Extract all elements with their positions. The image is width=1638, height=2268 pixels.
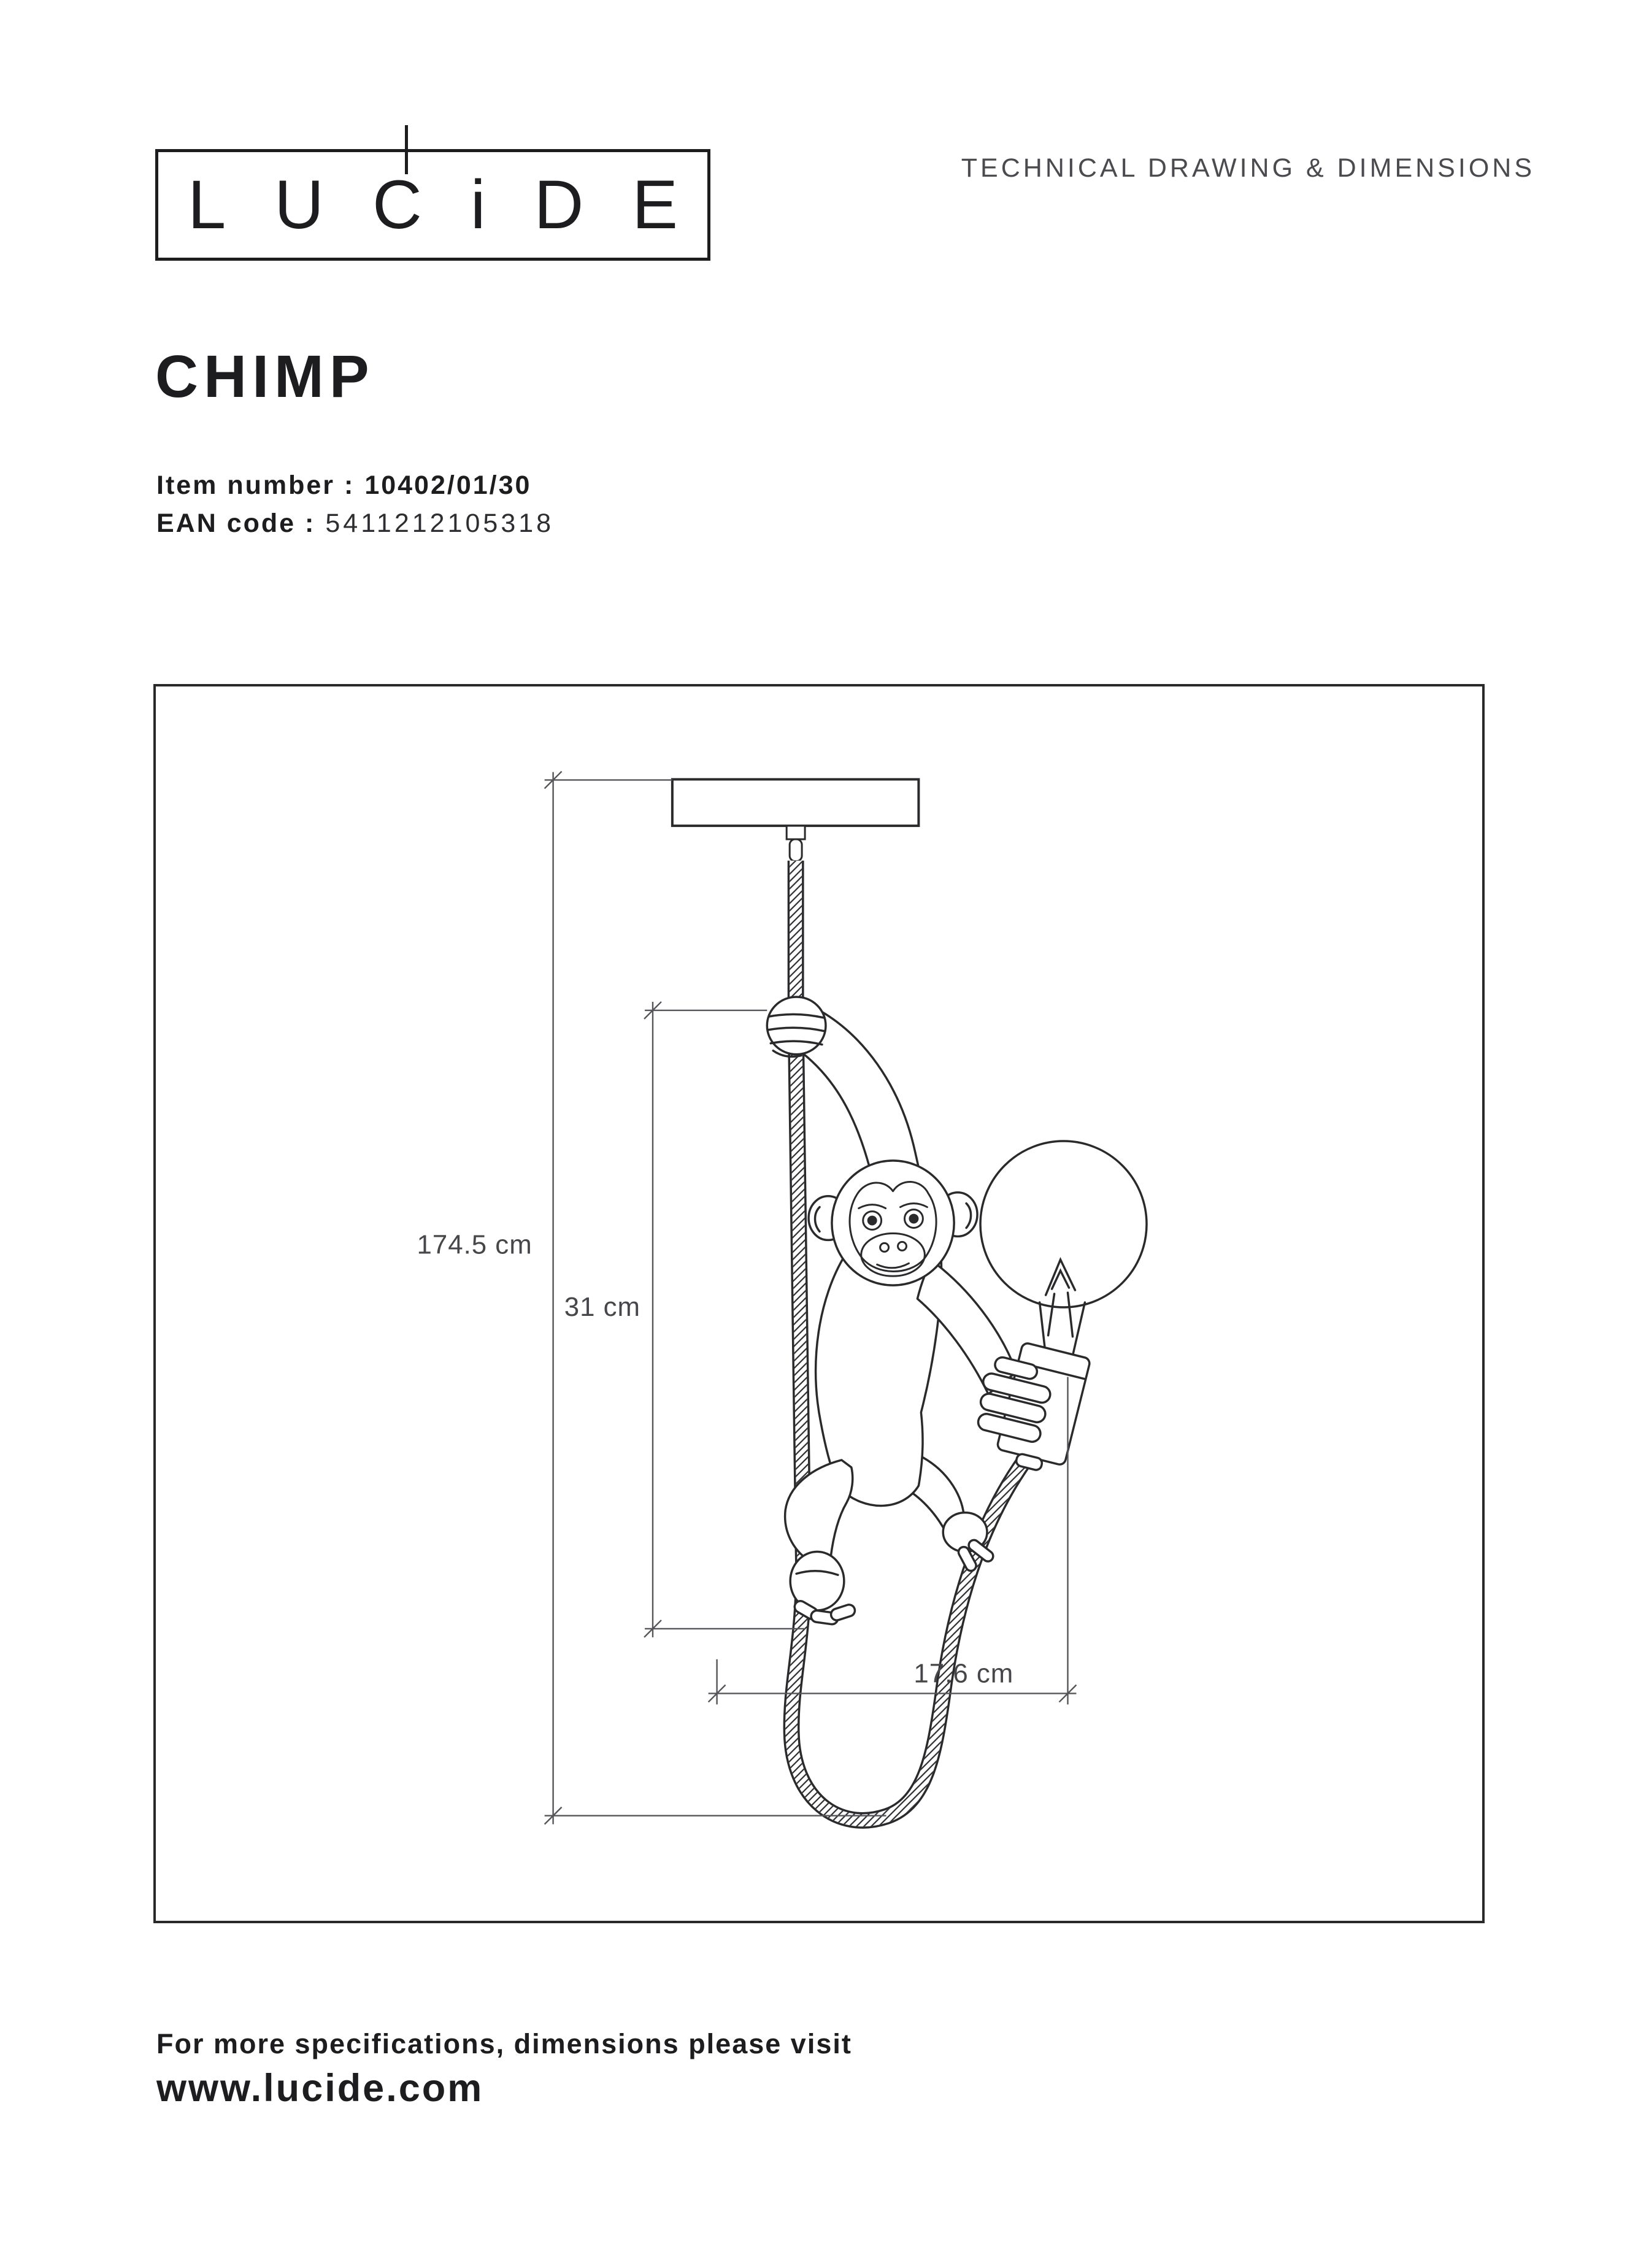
dimension-width	[707, 1377, 1077, 1705]
monkey-lower-arm	[916, 1259, 1018, 1396]
drawing-frame: 174.5 cm 31 cm 17.6 cm	[153, 684, 1485, 1923]
dimension-label-width: 17.6 cm	[913, 1659, 1013, 1689]
monkey-head	[831, 1159, 955, 1286]
monkey-hand-on-cord	[766, 996, 827, 1058]
logo-letter: i	[470, 166, 486, 243]
product-name: CHIMP	[155, 343, 375, 410]
light-bulb	[979, 1140, 1148, 1363]
ean-code-row: EAN code : 5411212105318	[156, 504, 554, 542]
logo-accent-mark	[405, 125, 408, 174]
monkey-figure	[766, 996, 1018, 1626]
footer-note: For more specifications, dimensions plea…	[156, 2028, 852, 2059]
dimension-label-total-height: 174.5 cm	[417, 1229, 532, 1259]
dimension-label-fixture-height: 31 cm	[564, 1292, 640, 1322]
ean-code-value: 5411212105318	[325, 509, 555, 538]
logo-letter: E	[632, 166, 678, 243]
lucide-logo: L U C i D E	[155, 125, 710, 261]
monkey-right-foot	[942, 1511, 994, 1572]
dimension-fixture-height	[644, 1001, 806, 1638]
item-number-row: Item number : 10402/01/30	[156, 466, 554, 504]
monkey-face	[848, 1181, 937, 1277]
item-number-value: 10402/01/30	[364, 471, 532, 500]
suspension-cord	[783, 860, 1034, 1829]
document-title: TECHNICAL DRAWING & DIMENSIONS	[961, 153, 1535, 183]
logo-letter: D	[534, 166, 584, 243]
technical-drawing-canvas: 174.5 cm 31 cm 17.6 cm	[417, 771, 1148, 1829]
bulb-filament	[1044, 1257, 1077, 1338]
logo-letter: U	[274, 166, 325, 243]
website-link[interactable]: www.lucide.com	[156, 2067, 484, 2110]
monkey-hand-on-socket	[977, 1356, 1052, 1443]
dimension-total-height	[544, 771, 886, 1825]
monkey-left-foot	[789, 1550, 856, 1626]
logo-letter: L	[188, 166, 226, 243]
ceiling-mount-plate	[671, 778, 920, 863]
logo-letter: C	[372, 166, 422, 243]
product-meta: Item number : 10402/01/30 EAN code : 54112…	[156, 466, 554, 542]
item-number-label: Item number :	[156, 471, 355, 500]
ean-code-label: EAN code :	[156, 509, 316, 538]
